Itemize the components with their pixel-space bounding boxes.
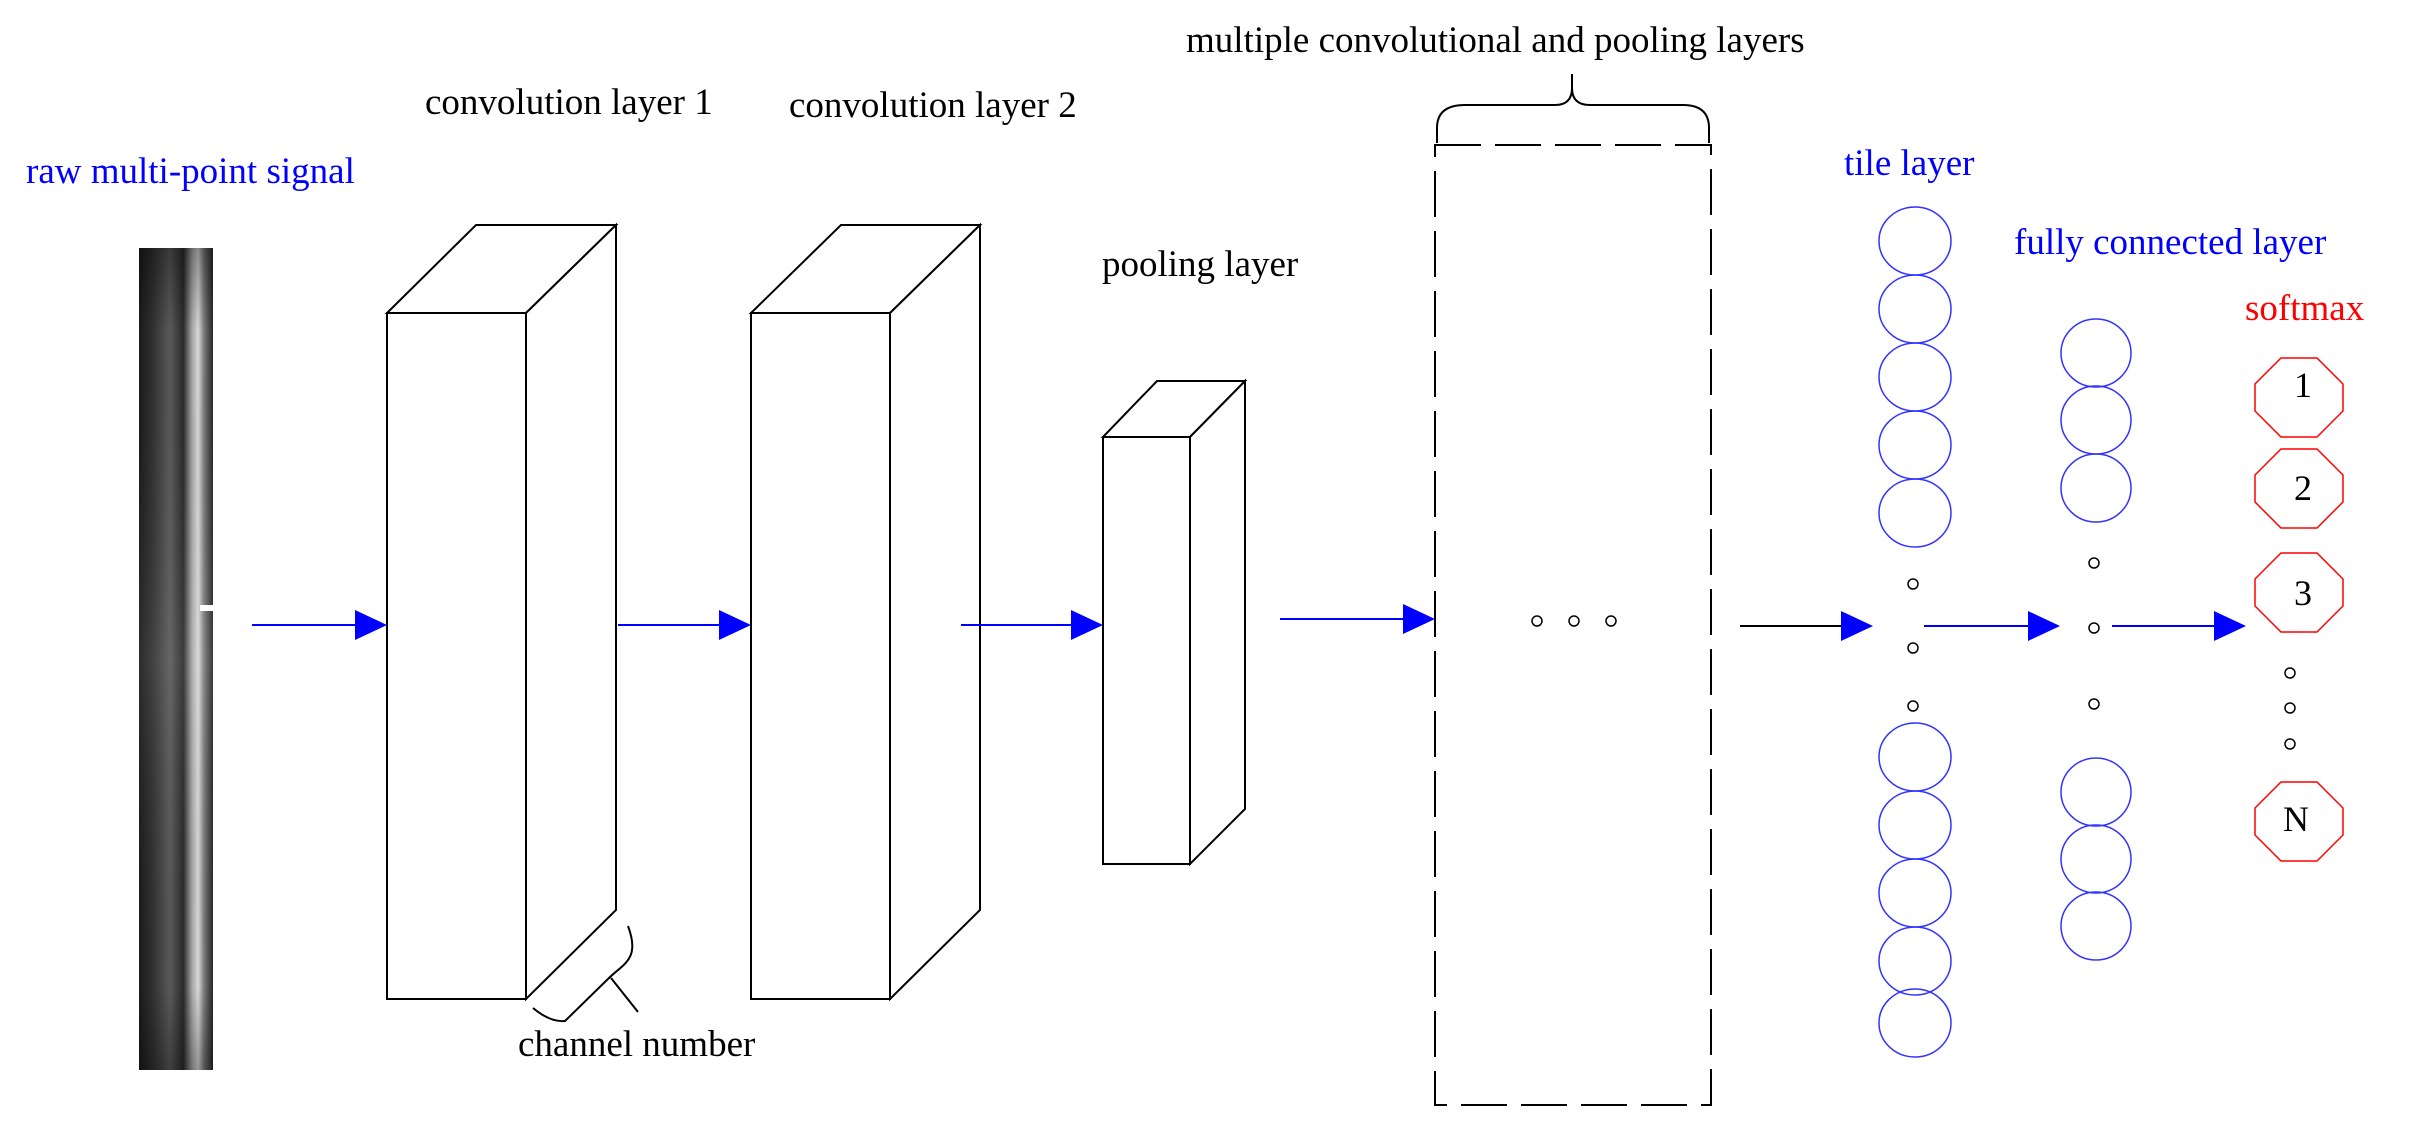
softmax-label-3: 3 — [2294, 573, 2312, 613]
label-multiple: multiple convolutional and pooling layer… — [1186, 20, 1805, 61]
tile-layer-ellipsis — [1907, 578, 1919, 712]
softmax-node-3 — [2254, 552, 2344, 633]
fully-connected-ellipsis — [2088, 557, 2100, 710]
arrow-tile-to-fc — [1924, 611, 2060, 641]
softmax-node-labels: 1 2 3 N — [2283, 365, 2312, 839]
arrow-conv1-to-conv2 — [618, 610, 751, 640]
softmax-node-2 — [2254, 448, 2344, 529]
diagram-labels: raw multi-point signal convolution layer… — [26, 20, 2365, 1065]
label-channel: channel number — [518, 1024, 755, 1065]
channel-number-brace — [532, 925, 634, 1023]
conv-layer-2-block — [748, 222, 983, 1002]
softmax-label-n: N — [2283, 799, 2309, 839]
channel-number-pointer — [610, 977, 639, 1013]
pooling-layer-block — [1100, 378, 1248, 867]
arrows — [252, 604, 2246, 641]
label-conv2: convolution layer 2 — [789, 85, 1077, 126]
raw-signal-image — [139, 248, 214, 1070]
multiple-layers-dashed-box — [1434, 144, 1712, 1106]
arrow-pooling-to-multiple — [1280, 604, 1435, 634]
softmax-ellipsis — [2284, 667, 2296, 750]
softmax-label-1: 1 — [2294, 365, 2312, 405]
softmax-label-2: 2 — [2294, 468, 2312, 508]
fully-connected-nodes — [2060, 318, 2132, 961]
label-pooling: pooling layer — [1102, 244, 1298, 285]
softmax-node-n — [2254, 781, 2344, 862]
arrow-signal-to-conv1 — [252, 610, 387, 640]
label-fully-connected: fully connected layer — [2014, 222, 2326, 263]
conv-layer-1-block — [384, 222, 619, 1002]
arrow-fc-to-softmax — [2112, 611, 2246, 641]
label-softmax: softmax — [2245, 288, 2365, 329]
arrow-multiple-to-tile — [1740, 611, 1873, 641]
arrow-conv2-to-pooling — [961, 610, 1103, 640]
label-tile: tile layer — [1844, 143, 1974, 184]
label-conv1: convolution layer 1 — [425, 82, 713, 123]
tile-layer-nodes — [1878, 206, 1952, 1058]
softmax-nodes — [2254, 357, 2344, 862]
label-raw-signal: raw multi-point signal — [26, 151, 355, 192]
multiple-layers-brace — [1436, 74, 1710, 143]
ellipsis-dots-dashed — [1531, 615, 1617, 627]
softmax-node-1 — [2254, 357, 2344, 438]
